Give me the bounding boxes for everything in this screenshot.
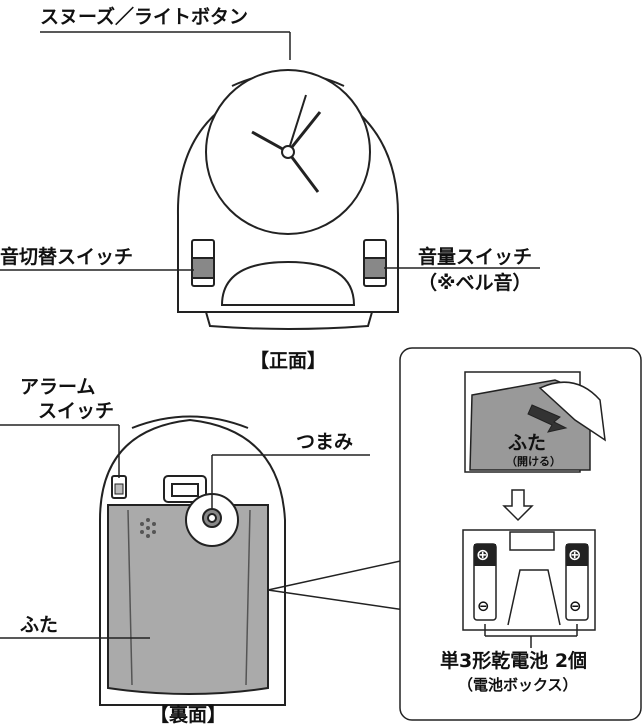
front-clock	[176, 69, 399, 330]
battery-left-minus-icon: ⊖	[477, 597, 490, 615]
minute-hand	[286, 111, 322, 153]
speaker-dots	[140, 518, 156, 538]
snooze-light-button-label: スヌーズ／ライトボタン	[40, 6, 249, 28]
open-arrow	[527, 404, 568, 433]
battery-left-plus-icon: ⊕	[476, 545, 490, 564]
detail-lid-sub-label: （開ける）	[506, 455, 561, 468]
back-caption: 【裏面】	[150, 704, 227, 726]
sound-switch-label: 音切替スイッチ	[0, 246, 134, 268]
back-clock	[99, 415, 286, 706]
battery-right-minus-icon: ⊖	[569, 597, 582, 615]
second-hand	[286, 151, 320, 193]
down-arrow	[502, 489, 534, 522]
knob-label: つまみ	[296, 431, 354, 453]
finger	[538, 381, 606, 442]
front-base	[204, 311, 374, 330]
detail-lid-label: ふた	[508, 432, 547, 454]
hand-pin	[281, 145, 295, 159]
long-hand	[287, 94, 307, 153]
battery-sub-label: （電池ボックス）	[458, 676, 578, 694]
front-caption: 【正面】	[250, 350, 327, 372]
back-lid	[107, 504, 269, 695]
lid-label: ふた	[20, 614, 59, 636]
volume-switch-label: 音量スイッチ	[418, 246, 533, 268]
battery-right-plus-icon: ⊕	[568, 545, 582, 564]
alarm-switch-label-line1: アラーム	[20, 376, 96, 398]
front-dome	[220, 260, 356, 306]
battery-label: 単3形乾電池 2個	[440, 650, 588, 672]
alarm-switch-label-line2: スイッチ	[38, 400, 115, 422]
detail-box	[399, 347, 642, 721]
volume-switch-sub-label: （※ベル音）	[418, 272, 532, 294]
